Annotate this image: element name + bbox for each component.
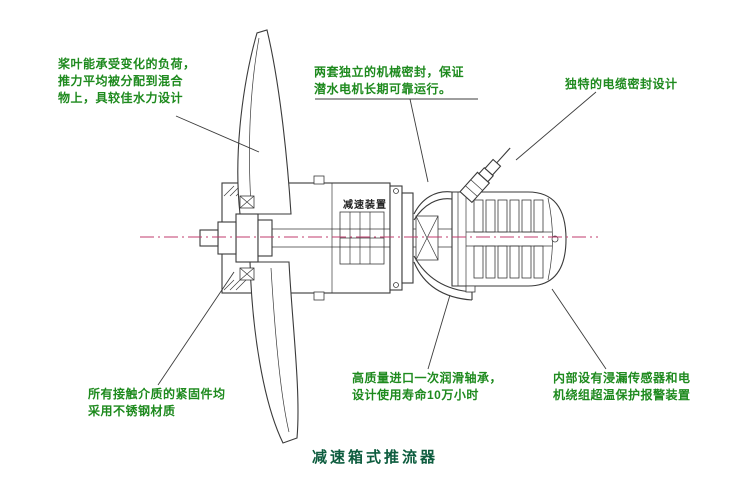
annotation-bearings: 高质量进口一次润滑轴承， 设计使用寿命10万小时 (352, 371, 503, 402)
hub-assembly (199, 195, 273, 281)
leader-line-fasteners (157, 271, 235, 386)
cable-gland (459, 147, 511, 204)
propeller-blade-top (237, 29, 292, 215)
annotation-sensors: 内部设有浸漏传感器和电 机绕组超温保护报警装置 (553, 371, 691, 402)
leader-line-seals (409, 98, 429, 183)
propeller-blade-bottom (249, 261, 299, 444)
leader-lines (157, 91, 607, 386)
leader-line-bearings (427, 294, 451, 370)
coupling-bracket (389, 185, 473, 301)
annotation-seals: 两套独立的机械密封，保证 潜水电机长期可靠运行。 (314, 65, 465, 96)
annotation-fasteners: 所有接触介质的紧固件均 采用不锈钢材质 (88, 387, 226, 418)
annotation-cable: 独特的电缆密封设计 (565, 77, 678, 91)
diagram-title: 减速箱式推流器 (311, 449, 438, 466)
leader-line-blades (175, 115, 260, 153)
leader-line-sensors (551, 288, 607, 370)
motor-housing (451, 185, 567, 293)
gearbox-label: 减速装置 (343, 200, 387, 211)
leader-line-cable (515, 91, 597, 161)
annotation-blades: 桨叶能承受变化的负荷， 推力平均被分配到混合 物上，具较佳水力设计 (58, 57, 196, 105)
